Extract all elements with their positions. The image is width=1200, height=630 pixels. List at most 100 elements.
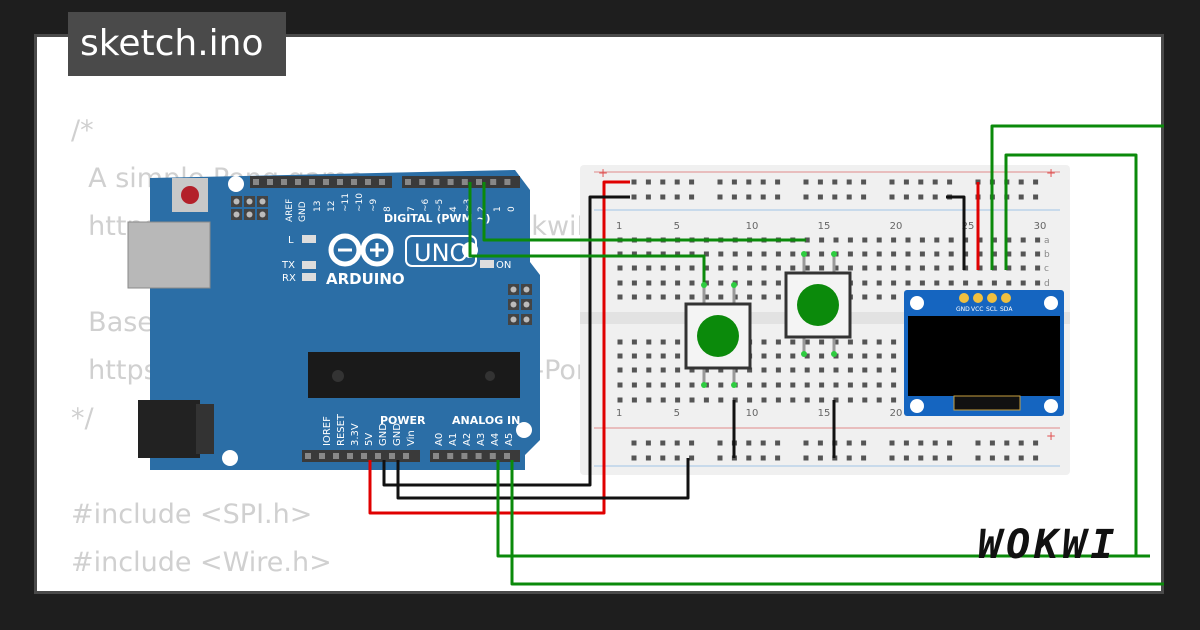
header-pin	[295, 179, 301, 185]
hole	[761, 265, 767, 271]
hole	[747, 397, 753, 403]
rail-hole	[660, 179, 666, 185]
hole	[775, 339, 781, 345]
rail-hole	[932, 455, 938, 461]
column-number-top: 5	[674, 221, 680, 232]
file-tab[interactable]: sketch.ino	[68, 12, 286, 76]
rail-hole	[689, 455, 695, 461]
hole	[876, 397, 882, 403]
hole	[631, 339, 637, 345]
rail-hole	[1033, 194, 1039, 200]
rail-hole	[760, 455, 766, 461]
push-button-1[interactable]	[684, 282, 752, 388]
hole	[1035, 237, 1041, 243]
digital-pin-label: 13	[313, 201, 323, 212]
rail-hole	[689, 194, 695, 200]
hole	[617, 367, 623, 373]
rail-hole	[918, 194, 924, 200]
hole	[689, 367, 695, 373]
hole	[876, 382, 882, 388]
oled-display[interactable]: GND VCC SCL SDA	[904, 290, 1064, 416]
header-pin	[476, 179, 482, 185]
rail-hole	[1033, 455, 1039, 461]
arduino-logo	[328, 233, 394, 267]
rail-hole	[631, 455, 637, 461]
icsp-header-2	[508, 284, 532, 325]
header-pin	[461, 453, 468, 459]
wire-gnd2	[396, 458, 690, 500]
rail-hole	[1033, 440, 1039, 446]
row-letter: a	[1044, 236, 1050, 246]
gnd2-label: GND	[392, 423, 403, 446]
button-2-cap[interactable]	[797, 284, 839, 326]
header-pins	[253, 179, 511, 459]
v33-label: 3.3V	[350, 423, 361, 446]
hole	[617, 265, 623, 271]
rail-hole	[1033, 179, 1039, 185]
hole	[977, 280, 983, 286]
analog-pin-label: A1	[448, 433, 459, 446]
hole	[819, 251, 825, 257]
hole	[660, 353, 666, 359]
column-number-bottom: 1	[616, 408, 622, 419]
hole	[631, 280, 637, 286]
push-button-2[interactable]	[784, 251, 852, 357]
row-letter: c	[1044, 264, 1049, 274]
digital-pin-label: 1	[493, 206, 503, 212]
hole	[617, 280, 623, 286]
hole	[905, 237, 911, 243]
digital-pin-label: ~6	[421, 198, 431, 212]
hole	[847, 251, 853, 257]
hole	[991, 251, 997, 257]
hole	[775, 367, 781, 373]
hole	[891, 339, 897, 345]
hole	[862, 265, 868, 271]
button-1-cap[interactable]	[697, 315, 739, 357]
header-pin	[267, 179, 273, 185]
rail-hole	[689, 440, 695, 446]
uno-label: UNO	[414, 239, 468, 267]
hole	[862, 280, 868, 286]
rail-hole	[631, 194, 637, 200]
hole	[660, 339, 666, 345]
header-pin	[504, 179, 511, 185]
reset-button[interactable]	[181, 186, 199, 204]
plus-symbol-top-right: +	[1046, 166, 1056, 180]
hole	[977, 237, 983, 243]
hole	[948, 280, 954, 286]
digital-pin-label: ~9	[369, 198, 379, 212]
hole	[804, 265, 810, 271]
hole	[703, 397, 709, 403]
rail-hole	[1004, 440, 1010, 446]
hole	[761, 280, 767, 286]
hole	[1020, 251, 1026, 257]
hole	[718, 367, 724, 373]
hole	[991, 265, 997, 271]
hole	[646, 280, 652, 286]
rail-hole	[989, 455, 995, 461]
mount-hole	[516, 422, 532, 438]
power-jack-rim	[196, 404, 214, 454]
wire-d3	[468, 182, 706, 285]
hole	[790, 251, 796, 257]
header-pin	[433, 179, 440, 185]
hole	[718, 294, 724, 300]
rail-hole	[645, 194, 651, 200]
rail-hole	[903, 194, 909, 200]
header-pin	[281, 179, 287, 185]
rail-hole	[803, 194, 809, 200]
hole	[804, 353, 810, 359]
header-pin	[433, 453, 439, 459]
hole	[718, 397, 724, 403]
hole	[631, 397, 637, 403]
hole	[833, 382, 839, 388]
hole	[891, 237, 897, 243]
hole	[862, 339, 868, 345]
hole	[876, 237, 882, 243]
rail-hole	[1018, 194, 1024, 200]
rail-hole	[889, 194, 895, 200]
hole	[732, 251, 738, 257]
rail-hole	[731, 179, 737, 185]
